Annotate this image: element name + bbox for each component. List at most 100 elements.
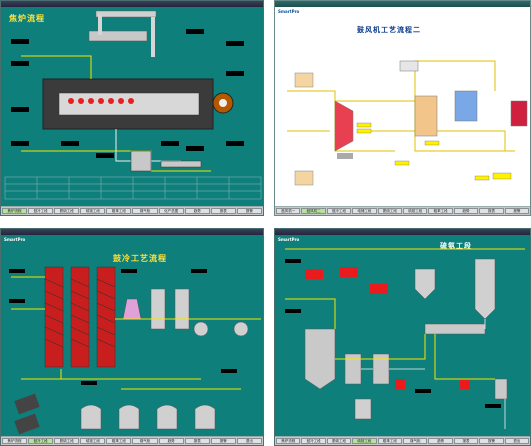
silos <box>354 258 496 420</box>
nav-button-bar: 焦炉流程 鼓冷工段 脱硫工段 硫铵工段 粗苯工段 煤气柜 趋势 报表 报警 退出 <box>275 436 530 445</box>
nav-button[interactable]: 脱硫工段 <box>326 438 352 444</box>
value-box <box>226 71 244 76</box>
brand-logo: SmartPro <box>4 237 26 242</box>
yellow-pipe <box>21 55 92 79</box>
filter <box>510 100 528 127</box>
nav-button[interactable]: 报警 <box>479 438 504 444</box>
electric-tar-catcher <box>150 288 166 330</box>
yellow-pipes <box>11 276 261 390</box>
nav-button[interactable]: 报警 <box>210 438 236 444</box>
panel-cooling: SmartPro 鼓冷工艺流程 <box>0 228 264 446</box>
nav-button[interactable]: 鼓冷工段 <box>326 208 352 214</box>
nav-button[interactable]: 退出 <box>236 438 262 444</box>
nav-button[interactable]: 趋势 <box>428 438 453 444</box>
value-box <box>226 141 244 146</box>
fan-hub <box>219 99 227 107</box>
flame <box>118 98 124 104</box>
blower <box>193 321 209 337</box>
status-grid <box>4 176 262 200</box>
nav-button[interactable]: 趋势 <box>453 208 479 214</box>
flame <box>98 98 104 104</box>
value-boxes <box>356 122 512 181</box>
oven-chamber <box>58 92 200 116</box>
white-pipe <box>115 129 181 162</box>
decanter <box>14 413 40 435</box>
nav-button[interactable]: 趋势 <box>158 438 184 444</box>
nav-button[interactable]: 煤气柜 <box>132 208 158 214</box>
decanter <box>14 393 40 415</box>
gas-main-pipe <box>88 30 148 42</box>
title-bar <box>275 1 530 7</box>
nav-button[interactable]: 报表 <box>184 438 210 444</box>
nav-button[interactable]: 报表 <box>453 438 479 444</box>
top-collector-pipe <box>95 10 157 18</box>
lower-pipe <box>160 160 202 168</box>
blower <box>233 321 249 337</box>
page-title: 鼓冷工艺流程 <box>113 253 167 263</box>
flame <box>68 98 74 104</box>
blower-diagram <box>287 60 528 186</box>
valve-block <box>130 150 152 172</box>
nav-button[interactable]: 煤气柜 <box>403 438 428 444</box>
brand-logo: SmartPro <box>278 237 300 242</box>
nav-button[interactable]: 粗苯工段 <box>106 438 132 444</box>
nav-button[interactable]: 鼓风机一 <box>276 208 301 214</box>
nav-button[interactable]: 粗苯工段 <box>106 208 132 214</box>
nav-button[interactable]: 鼓冷工段 <box>301 438 326 444</box>
nav-button[interactable]: 脱硫工段 <box>54 208 80 214</box>
red-boxes <box>305 267 470 389</box>
coolers <box>44 266 116 368</box>
value-box <box>11 107 29 112</box>
brand-logo: SmartPro <box>278 9 300 14</box>
yellow-pipes <box>287 60 515 152</box>
sulfur-diagram <box>285 248 525 429</box>
nav-button[interactable]: 煤气柜 <box>132 438 158 444</box>
nav-button[interactable]: 焦炉流程 <box>2 208 28 214</box>
nav-button[interactable]: 硫铵工段 <box>80 208 106 214</box>
nav-button[interactable]: 报警 <box>504 208 530 214</box>
panel-sulfur: SmartPro 硫氨工段 焦炉流程 鼓冷工段 脱硫工段 <box>274 228 531 446</box>
nav-button[interactable]: 硫铵工段 <box>352 438 377 444</box>
value-box <box>11 141 29 146</box>
nav-button[interactable]: 脱硫工段 <box>377 208 403 214</box>
nav-button[interactable]: 退出 <box>504 438 530 444</box>
saturator <box>304 328 336 390</box>
nav-button[interactable]: 报表 <box>479 208 504 214</box>
page-title: 鼓风机工艺流程二 <box>357 25 421 34</box>
flame <box>88 98 94 104</box>
nav-button[interactable]: 报表 <box>210 208 236 214</box>
nav-button[interactable]: 鼓冷工段 <box>28 438 54 444</box>
value-boxes <box>285 259 501 408</box>
nav-button[interactable]: 粗苯工段 <box>377 438 403 444</box>
nav-button[interactable]: 趋势 <box>184 208 210 214</box>
riser-pipe <box>151 17 155 57</box>
nav-button[interactable]: 鼓冷工段 <box>28 208 54 214</box>
nav-button[interactable]: 报警 <box>236 208 262 214</box>
coke-oven-diagram <box>4 10 262 200</box>
oil-tank <box>399 60 419 72</box>
nav-button[interactable]: 粗苯工段 <box>428 208 453 214</box>
nav-button[interactable]: 脱硫工段 <box>54 438 80 444</box>
nav-button[interactable]: 鼓风机二 <box>301 208 326 214</box>
nav-button[interactable]: 焦炉流程 <box>276 438 301 444</box>
nav-button-bar: 焦炉流程 鼓冷工段 脱硫工段 硫铵工段 粗苯工段 煤气柜 化产总图 趋势 报表 … <box>1 206 263 215</box>
value-box <box>11 61 29 66</box>
title-bar <box>1 229 263 235</box>
flame <box>78 98 84 104</box>
cooling-diagram <box>9 266 261 435</box>
value-box <box>186 29 204 34</box>
nav-button[interactable]: 焦炉流程 <box>2 438 28 444</box>
tank <box>294 170 314 186</box>
yellow-pipes <box>285 248 525 380</box>
nav-button[interactable]: 电捕工段 <box>352 208 377 214</box>
page-title: 焦炉流程 <box>9 13 45 23</box>
flame <box>128 98 134 104</box>
blower-compressor <box>334 100 354 152</box>
value-box <box>226 41 244 46</box>
nav-button[interactable]: 硫铵工段 <box>403 208 428 214</box>
nav-button[interactable]: 硫铵工段 <box>80 438 106 444</box>
nav-button-bar: 鼓风机一 鼓风机二 鼓冷工段 电捕工段 脱硫工段 硫铵工段 粗苯工段 趋势 报表… <box>275 206 530 215</box>
flame <box>108 98 114 104</box>
nav-button[interactable]: 化产总图 <box>158 208 184 214</box>
burner-flames <box>68 98 134 104</box>
